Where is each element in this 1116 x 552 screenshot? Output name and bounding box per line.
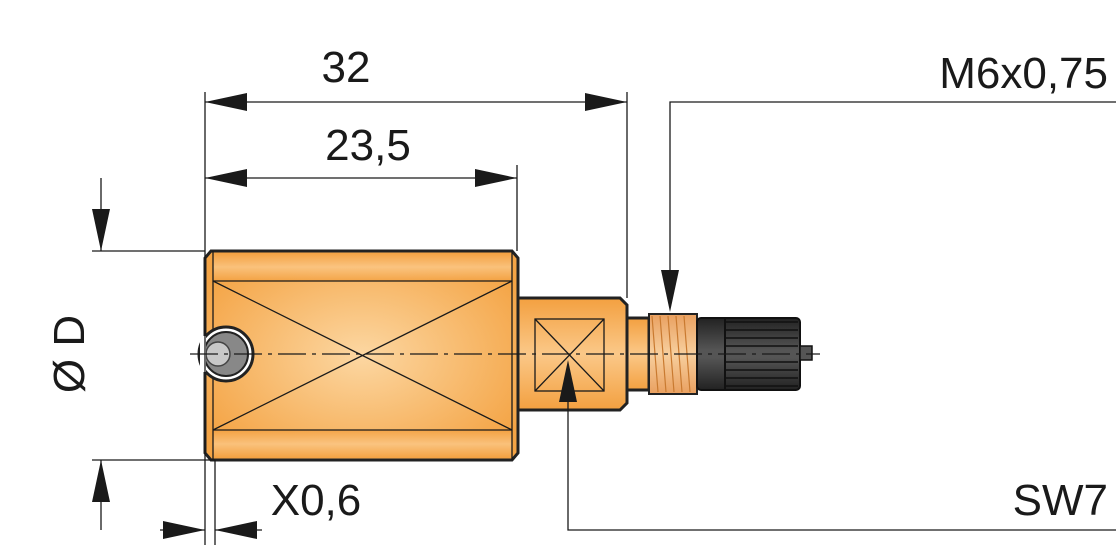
chamfer-label: X0,6 xyxy=(271,476,362,525)
diameter-label: Ø D xyxy=(45,315,94,393)
dimension-overall-length: 32 xyxy=(205,43,627,111)
extension-lines xyxy=(92,92,628,545)
wrench-size-label: SW7 xyxy=(1013,476,1108,525)
body-length-label: 23,5 xyxy=(325,121,411,170)
hex-neck xyxy=(516,296,629,412)
dimension-diameter: Ø D xyxy=(45,178,110,530)
dimension-chamfer: X0,6 xyxy=(160,476,361,539)
main-body xyxy=(203,249,520,462)
callout-wrench-size: SW7 xyxy=(559,360,1116,531)
callout-thread: M6x0,75 xyxy=(661,49,1116,312)
thread-label: M6x0,75 xyxy=(939,49,1108,98)
dimension-body-length: 23,5 xyxy=(205,121,517,187)
overall-length-label: 32 xyxy=(322,43,371,92)
